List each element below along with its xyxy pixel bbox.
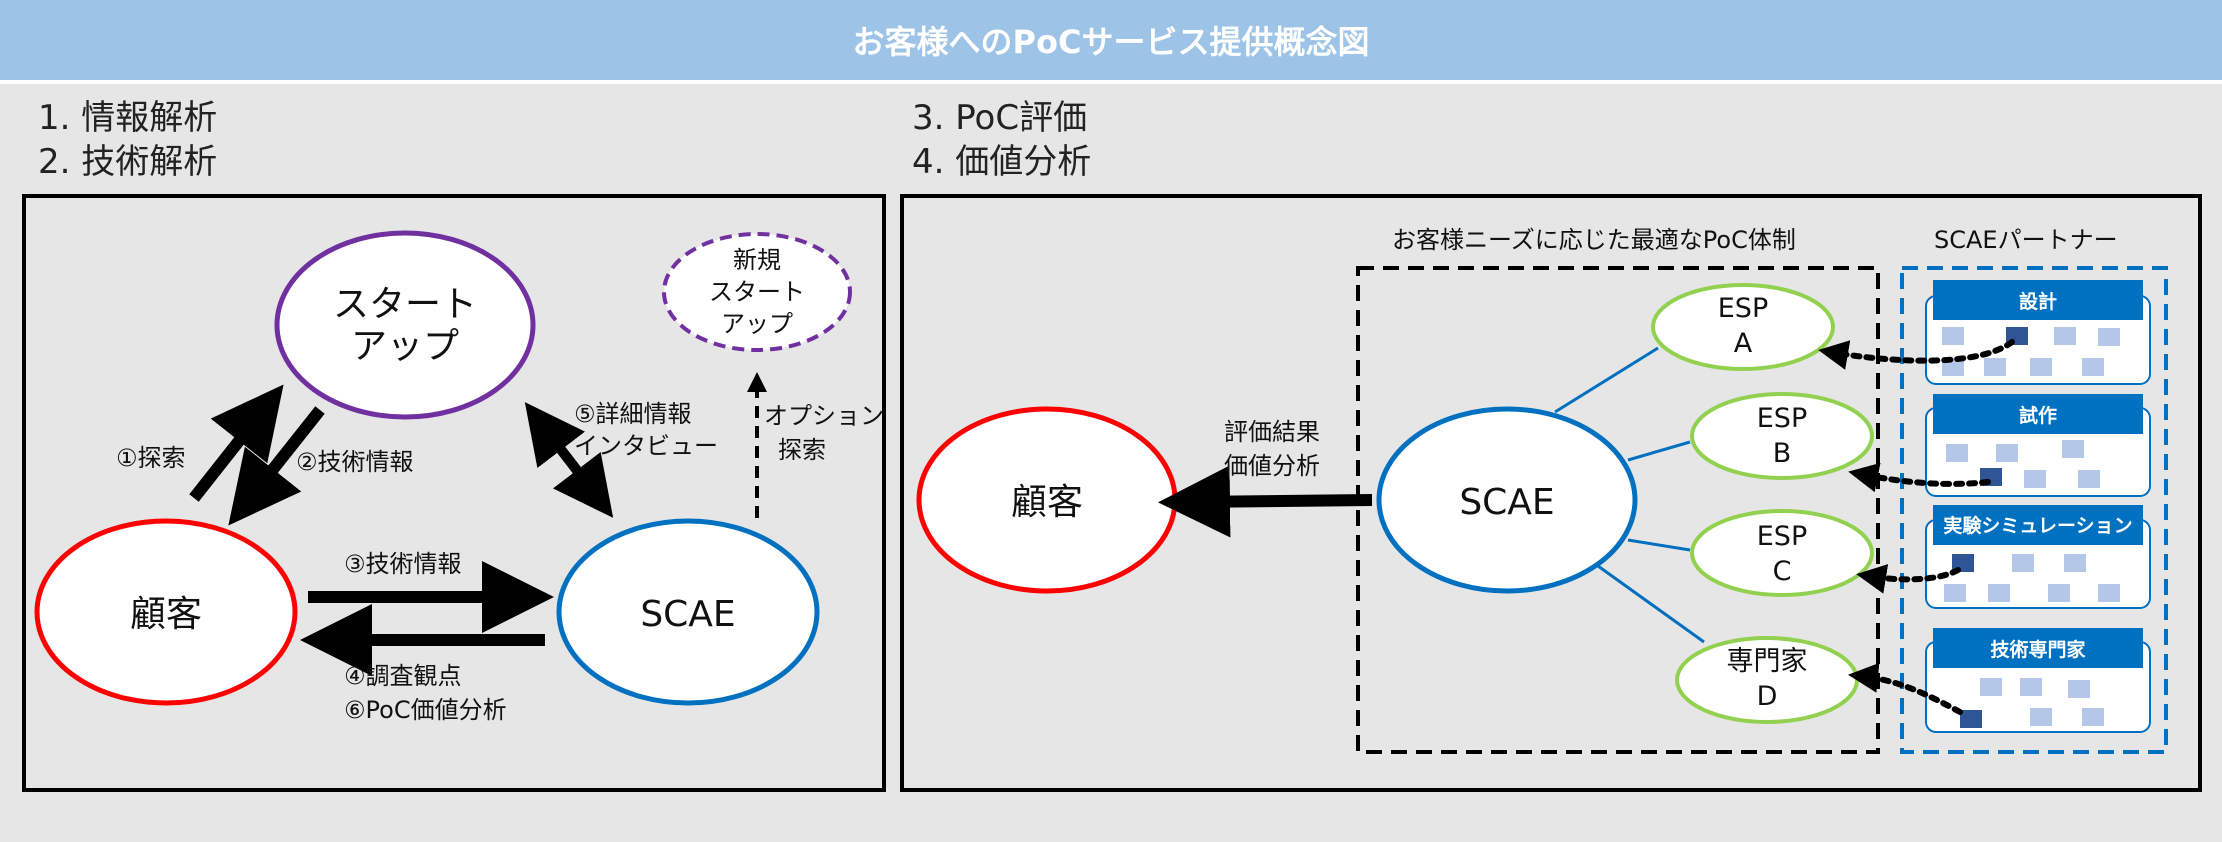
option-label-2: 探索 [778,436,826,464]
expert-d-line1: 専門家 [1727,646,1808,677]
heading-info-analysis: 1. 情報解析 [38,98,218,138]
partner-block [1980,678,2002,696]
partner-block [2098,584,2120,602]
poc-value-label: ⑥PoC価値分析 [344,696,507,724]
partner-card-header [1933,280,2143,320]
link-esp-b [1627,440,1691,462]
esp-c-line2: C [1773,556,1792,587]
search-label: ①探索 [116,444,186,472]
partner-design-label: 設計 [2019,290,2057,313]
right-scae-label: SCAE [1459,482,1554,523]
detail-label-1: ⑤詳細情報 [574,400,692,428]
partner-block [2062,440,2084,458]
link-expert-d [1597,564,1705,644]
partner-block [1996,444,2018,462]
eval-label-1: 評価結果 [1224,418,1320,446]
partner-experiment-label: 実験シミュレーション [1943,514,2132,537]
partner-block [2020,678,2042,696]
poc-system-box [1356,266,1880,754]
partner-block [1988,584,2010,602]
partner-block [2078,470,2100,488]
expert-d-line2: D [1757,681,1778,712]
esp-c-node [1690,509,1874,597]
partner-card-header [1933,394,2143,434]
scae-node [556,518,820,706]
link-esp-a [1554,346,1659,414]
partner-block [2064,554,2086,572]
partner-block [2030,708,2052,726]
partner-block [1944,584,1966,602]
partner-design-arrow [1818,339,2015,370]
esp-c-line1: ESP [1757,521,1807,552]
startup-label-2: アップ [351,326,459,367]
customer-label: 顧客 [130,594,202,635]
page-title: お客様へのPoCサービス提供概念図 [0,0,2222,80]
esp-a-line2: A [1734,328,1753,359]
partner-block [2048,584,2070,602]
partner-expert-card: 技術専門家 [1925,628,2151,733]
poc-system-label: お客様ニーズに応じた最適なPoC体制 [1392,226,1796,254]
startup-label-1: スタート [333,284,477,325]
right-customer-label: 顧客 [1011,482,1083,523]
partner-expert-label: 技術専門家 [1990,638,2086,661]
partner-experiment-card: 実験シミュレーション [1925,505,2151,609]
detail-arrow-head-start [524,402,586,469]
esp-a-line1: ESP [1718,293,1768,324]
startup-node [274,230,536,420]
esp-b-node [1690,392,1874,480]
scae-label: SCAE [640,594,735,635]
new-startup-label-1: 新規 [733,246,781,274]
evaluation-arrow [1158,465,1373,538]
partner-block-active [1960,710,1982,728]
partner-design-card: 設計 [1925,280,2151,385]
partner-block [2082,358,2104,376]
header-divider [0,80,2222,84]
partner-block [2024,470,2046,488]
partner-expert-arrow [1848,662,1963,715]
partner-block [2068,680,2090,698]
partner-block [2012,554,2034,572]
partner-block [1942,327,1964,345]
esp-b-line2: B [1773,438,1792,469]
partner-box [1900,266,2168,754]
partner-block [2030,358,2052,376]
esp-b-line1: ESP [1757,403,1807,434]
partner-experiment-arrow [1856,564,1961,594]
detail-label-2: インタビュー [574,432,718,460]
customer-node [34,518,298,706]
tech-info-label-2: ②技術情報 [296,448,414,476]
partner-prototype-card: 試作 [1925,394,2151,497]
survey-label: ④調査観点 [344,662,462,690]
tech-info-arrow-2 [228,406,325,526]
partner-block [1946,444,1968,462]
partner-block [1984,358,2006,376]
tech-info-label-3: ③技術情報 [344,550,462,578]
partner-block [2054,327,2076,345]
partner-block [2098,328,2120,346]
partner-prototype-arrow [1848,462,1991,493]
heading-tech-analysis: 2. 技術解析 [38,142,218,182]
right-scae-node [1376,406,1638,594]
link-esp-c [1627,538,1691,552]
heading-value-analysis: 4. 価値分析 [912,142,1092,182]
option-label-1: オプション [764,402,884,430]
partner-label: SCAEパートナー [1934,226,2118,254]
new-startup-label-2: スタート [709,278,805,306]
esp-a-node [1651,283,1835,371]
new-startup-node [662,232,852,352]
partner-card-header [1933,628,2143,668]
new-startup-label-3: アップ [721,310,793,338]
detail-arrow-head-end [552,451,614,518]
partner-prototype-label: 試作 [2019,404,2057,427]
eval-label-2: 価値分析 [1224,452,1320,480]
partner-card-header [1933,505,2143,545]
partner-block [2082,708,2104,726]
heading-poc-evaluation: 3. PoC評価 [912,98,1088,138]
